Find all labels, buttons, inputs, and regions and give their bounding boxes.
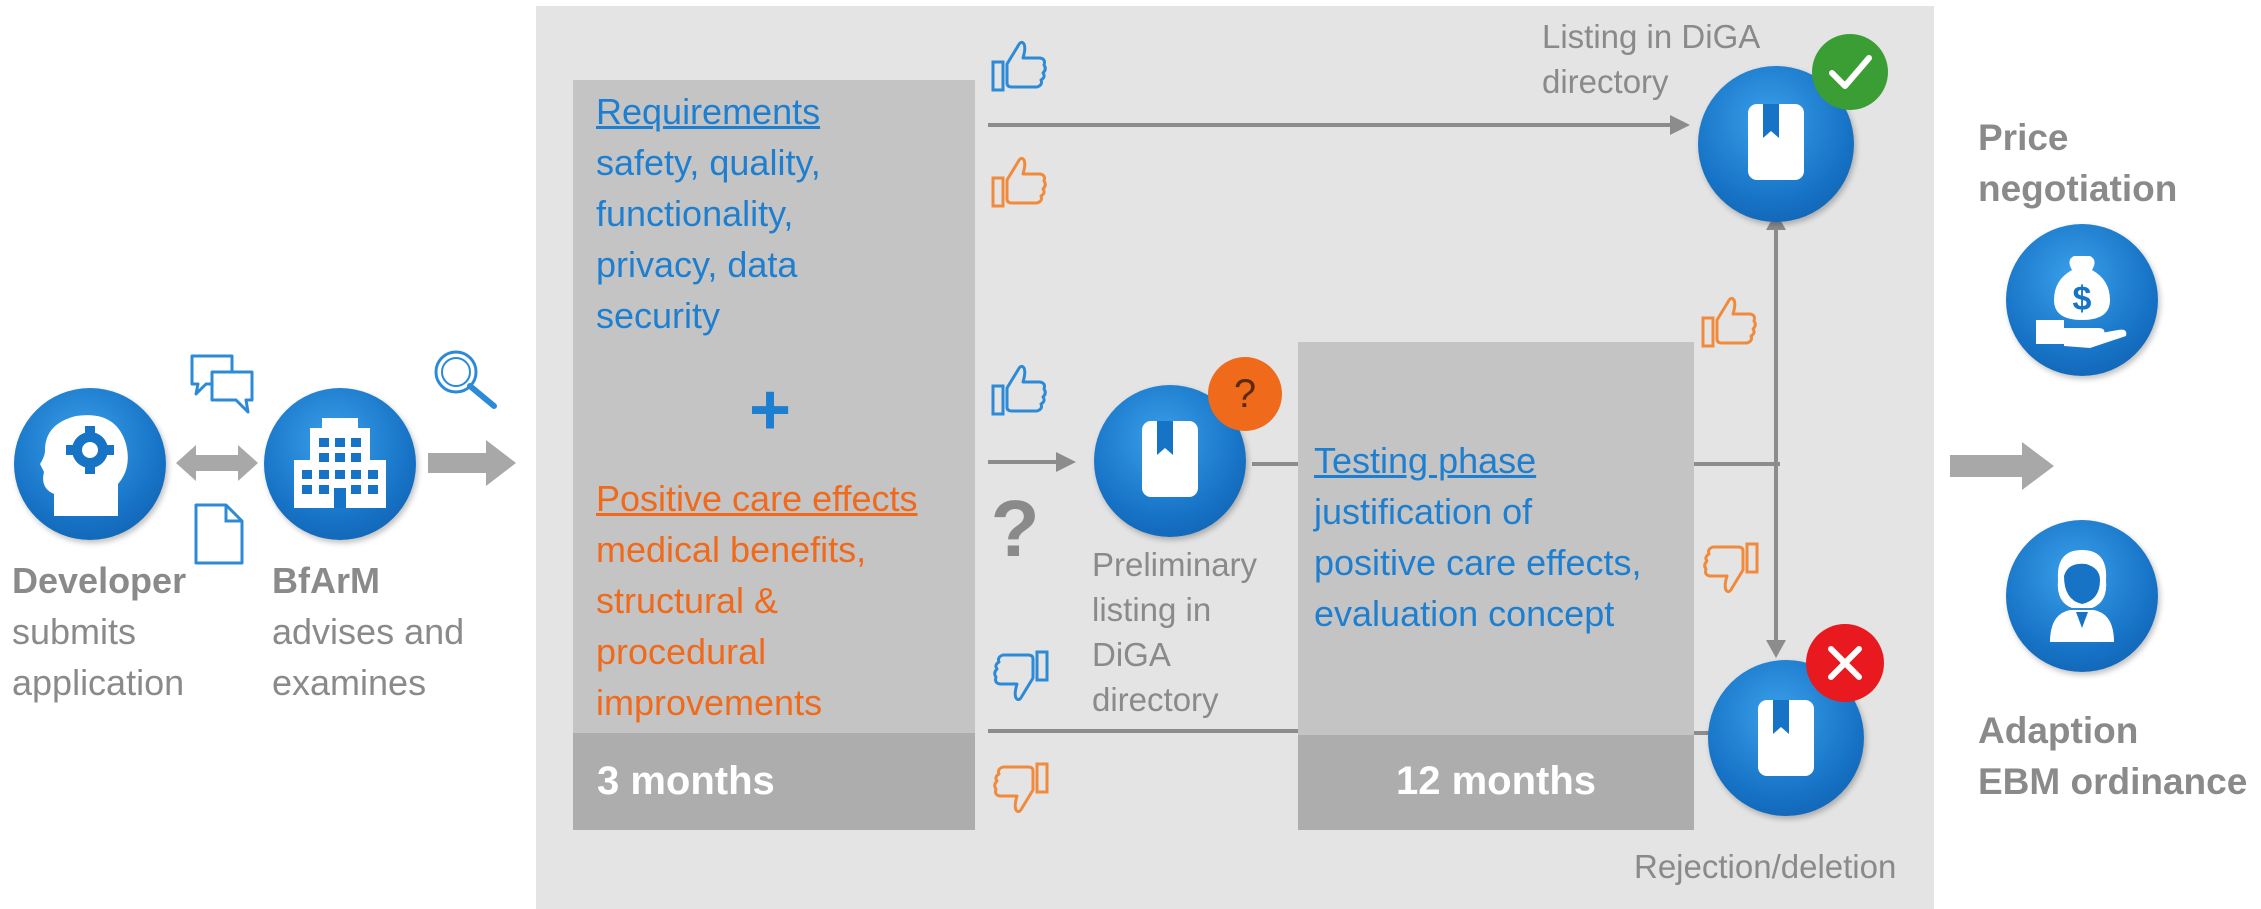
- checkmark-icon: [1812, 34, 1888, 110]
- testing-heading: Testing phase: [1314, 440, 1537, 481]
- thumbs-up-icon: [990, 360, 1050, 420]
- price-line-2: negotiation: [1978, 168, 2178, 209]
- testing-duration-bar: [1298, 735, 1694, 830]
- developer-title: Developer: [12, 560, 187, 601]
- bfarm-line-1: advises and: [272, 611, 465, 652]
- adaption-line-2: EBM ordinance: [1978, 761, 2248, 802]
- cross-icon: [1806, 624, 1884, 702]
- duration-12-months: 12 months: [1395, 759, 1597, 803]
- preliminary-line-1: Preliminary: [1092, 546, 1258, 583]
- chat-bubbles-icon: [190, 354, 254, 414]
- developer-line-1: submits: [12, 611, 137, 652]
- bfarm-icon: [264, 388, 416, 540]
- bfarm-line-2: examines: [272, 662, 427, 703]
- pending-badge: ?: [1208, 357, 1282, 431]
- exchange-double-arrow: [176, 445, 258, 481]
- preliminary-line-3: DiGA: [1092, 636, 1171, 673]
- document-icon: [194, 503, 244, 565]
- magnifier-icon: [434, 350, 497, 409]
- svg-text:$: $: [2073, 280, 2092, 318]
- requirements-line-4: security: [596, 295, 721, 336]
- price-line-1: Price: [1978, 117, 2069, 158]
- preliminary-line-4: directory: [1092, 681, 1219, 718]
- thumbs-down-icon: [990, 646, 1050, 706]
- requirements-line-2: functionality,: [596, 193, 794, 234]
- care-effects-line-1: medical benefits,: [596, 529, 867, 570]
- preliminary-line-2: listing in: [1092, 591, 1212, 628]
- developer-icon: [14, 388, 166, 540]
- bfarm-label: BfArM advises and examines: [272, 555, 502, 708]
- developer-line-2: application: [12, 662, 185, 703]
- preliminary-label: Preliminary listing in DiGA directory: [1092, 542, 1302, 722]
- listing-line-2: directory: [1542, 63, 1669, 100]
- adaption-line-1: Adaption: [1978, 710, 2139, 751]
- listing-label: Listing in DiGA directory: [1542, 14, 1802, 104]
- care-effects-heading: Positive care effects: [596, 478, 918, 519]
- requirements-text: Requirements safety, quality, functional…: [596, 86, 966, 341]
- bfarm-title: BfArM: [272, 560, 380, 601]
- requirements-heading: Requirements: [596, 91, 821, 132]
- thumbs-up-icon: [990, 152, 1050, 212]
- care-effects-line-3: procedural: [596, 631, 767, 672]
- pending-badge-text: ?: [1233, 372, 1257, 416]
- submit-arrow: [428, 440, 516, 486]
- requirements-line-1: safety, quality,: [596, 142, 821, 183]
- requirements-line-3: privacy, data: [596, 244, 798, 285]
- person-icon: [2006, 520, 2158, 672]
- care-effects-line-4: improvements: [596, 682, 823, 723]
- thumbs-up-icon: [1700, 292, 1760, 352]
- question-mark: ?: [990, 484, 1040, 573]
- price-label: Price negotiation: [1978, 112, 2238, 214]
- plus-sign: +: [748, 370, 792, 450]
- thumbs-down-icon: [1700, 538, 1760, 598]
- outcome-arrow: [1950, 442, 2054, 490]
- thumbs-down-icon: [990, 758, 1050, 818]
- listing-line-1: Listing in DiGA: [1542, 18, 1761, 55]
- testing-line-3: evaluation concept: [1314, 593, 1615, 634]
- duration-3-months: 3 months: [597, 759, 775, 803]
- thumbs-up-icon: [990, 36, 1050, 96]
- money-bag-hand-icon: $: [2006, 224, 2158, 376]
- testing-phase-text: Testing phase justification of positive …: [1314, 435, 1694, 639]
- review-requirements-box: [573, 80, 975, 830]
- care-effects-text: Positive care effects medical benefits, …: [596, 473, 972, 728]
- review-duration-bar: [573, 733, 975, 830]
- developer-label: Developer submits application: [12, 555, 212, 708]
- care-effects-line-2: structural &: [596, 580, 779, 621]
- testing-line-1: justification of: [1314, 491, 1533, 532]
- rejection-label: Rejection/deletion: [1634, 848, 1897, 885]
- testing-line-2: positive care effects,: [1314, 542, 1642, 583]
- adaption-label: Adaption EBM ordinance: [1978, 705, 2261, 807]
